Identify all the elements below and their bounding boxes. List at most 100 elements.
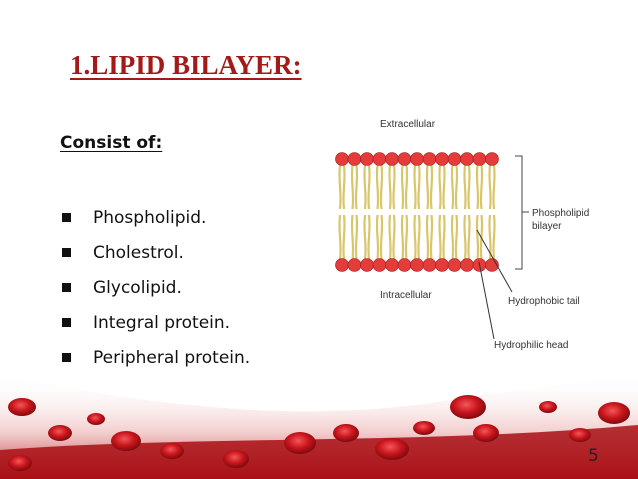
hydrophobic-tail (425, 214, 430, 260)
bullet-item: Peripheral protein. (60, 340, 250, 375)
square-bullet-icon (62, 353, 71, 362)
hydrophilic-head (385, 258, 399, 272)
hydrophobic-tail (350, 164, 355, 210)
hydrophobic-tail (450, 214, 455, 260)
hydrophilic-head (397, 258, 412, 272)
hydrophobic-tail (375, 214, 380, 260)
hydrophobic-tail (450, 164, 455, 210)
square-bullet-icon (62, 248, 71, 257)
hydrophilic-head (447, 152, 462, 166)
bullet-item: Cholestrol. (60, 235, 250, 270)
hydrophobic-tail (488, 214, 492, 260)
hydrophilic-head (460, 258, 474, 272)
hydrophilic-head (422, 258, 437, 272)
hydrophilic-head (385, 152, 399, 166)
bullet-item: Integral protein. (60, 305, 250, 340)
square-bullet-icon (62, 318, 71, 327)
hydrophobic-tail (417, 164, 421, 210)
bullet-text: Peripheral protein. (93, 347, 251, 368)
hydrophobic-tail (429, 214, 434, 260)
hydrophobic-tail (379, 164, 384, 210)
hydrophilic-head (410, 152, 424, 166)
hydrophobic-tail (338, 214, 342, 260)
hydrophilic-head-label: Hydrophilic head (494, 340, 569, 351)
bullet-text: Glycolipid. (93, 277, 182, 298)
hydrophilic-head (460, 152, 474, 166)
hydrophobic-tail (492, 164, 496, 210)
bullet-item: Glycolipid. (60, 270, 250, 305)
page-number: 5 (588, 446, 599, 466)
square-bullet-icon (62, 213, 71, 222)
hydrophilic-head (397, 152, 412, 166)
hydrophobic-tail (417, 214, 421, 260)
hydrophobic-tail (463, 214, 467, 260)
hydrophobic-tail (363, 164, 367, 210)
hydrophobic-tail (342, 164, 346, 210)
bullet-text: Cholestrol. (93, 242, 184, 263)
hydrophobic-tail (404, 214, 409, 260)
hydrophobic-tail (375, 164, 380, 210)
hydrophobic-tail (467, 214, 471, 260)
hydrophilic-head (372, 258, 387, 272)
bullet-text: Integral protein. (93, 312, 231, 333)
bilayer-molecules (335, 152, 499, 272)
hydrophobic-tail (392, 214, 396, 260)
hydrophilic-head (347, 258, 362, 272)
bullet-list: Phospholipid. Cholestrol. Glycolipid. In… (60, 200, 250, 375)
hydrophobic-tail (413, 214, 417, 260)
hydrophobic-tail (467, 164, 471, 210)
slide-subtitle: Consist of: (60, 133, 163, 153)
hydrophobic-tail (429, 164, 434, 210)
hydrophobic-tail (350, 214, 355, 260)
bullet-text: Phospholipid. (93, 207, 207, 228)
hydrophobic-tail (400, 164, 405, 210)
hydrophobic-tail (354, 214, 359, 260)
bullet-item: Phospholipid. (60, 200, 250, 235)
hydrophobic-tail-label: Hydrophobic tail (508, 296, 580, 307)
hydrophobic-tail (367, 164, 371, 210)
hydrophobic-tail (475, 164, 480, 210)
hydrophilic-head (335, 152, 349, 166)
hydrophobic-tail (404, 164, 409, 210)
extracellular-label: Extracellular (380, 119, 436, 130)
hydrophilic-head (435, 258, 449, 272)
slide-title: 1.LIPID BILAYER: (70, 50, 302, 80)
bilayer-label-line2: bilayer (532, 221, 562, 232)
hydrophobic-tail (479, 164, 484, 210)
hydrophobic-tail (400, 214, 405, 260)
blood-cells (8, 395, 630, 471)
hydrophobic-tail (413, 164, 417, 210)
hydrophilic-head (485, 152, 499, 166)
square-bullet-icon (62, 283, 71, 292)
hydrophobic-tail (438, 214, 442, 260)
hydrophobic-tail (388, 164, 392, 210)
hydrophilic-head (335, 258, 349, 272)
hydrophobic-tail (342, 214, 346, 260)
tail-pointer-line (476, 229, 513, 293)
blood-cells-decoration (0, 375, 638, 479)
head-pointer-line (478, 261, 495, 340)
hydrophobic-tail (363, 214, 367, 260)
lipid-bilayer-diagram: Extracellular Phospholipid bilayer Intra… (335, 119, 589, 351)
hydrophilic-head (472, 152, 487, 166)
hydrophobic-tail (338, 164, 342, 210)
hydrophobic-tail (454, 164, 459, 210)
hydrophilic-head (360, 258, 374, 272)
hydrophobic-tail (442, 214, 446, 260)
bilayer-bracket (515, 155, 523, 270)
hydrophobic-tail (367, 214, 371, 260)
hydrophilic-head (447, 258, 462, 272)
hydrophilic-head (435, 152, 449, 166)
hydrophobic-tail (438, 164, 442, 210)
intracellular-label: Intracellular (380, 290, 432, 301)
hydrophobic-tail (488, 164, 492, 210)
hydrophobic-tail (475, 214, 480, 260)
hydrophilic-head (347, 152, 362, 166)
hydrophobic-tail (388, 214, 392, 260)
hydrophilic-head (410, 258, 424, 272)
hydrophobic-tail (442, 164, 446, 210)
hydrophobic-tail (379, 214, 384, 260)
hydrophobic-tail (492, 214, 496, 260)
hydrophobic-tail (425, 164, 430, 210)
